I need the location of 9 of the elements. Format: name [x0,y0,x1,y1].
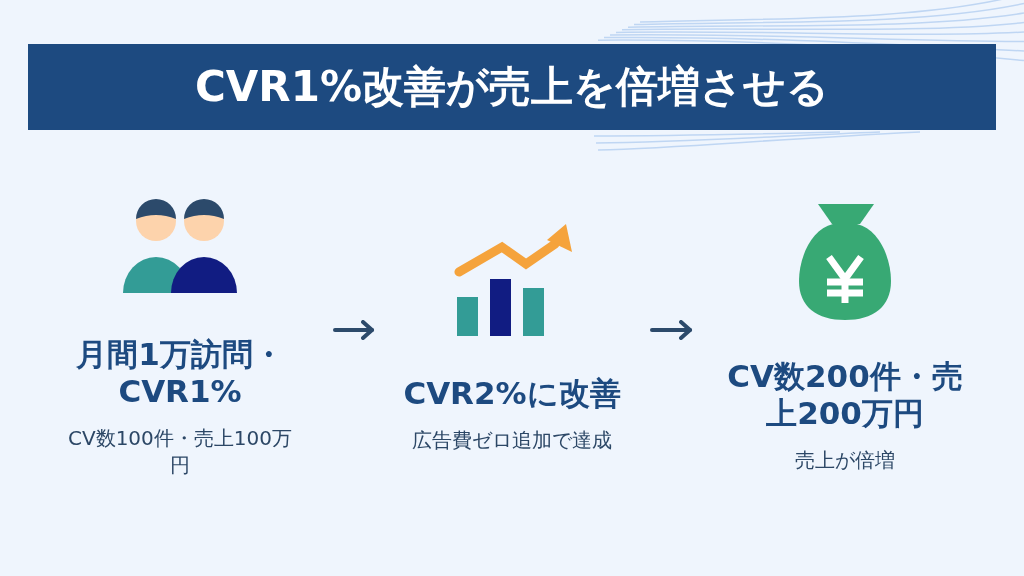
step-heading: 月間1万訪問・CVR1% [75,336,285,410]
arrow [650,320,692,340]
step-heading: CVR2%に改善 [403,375,621,412]
step-description: 広告費ゼロ追加で達成 [412,427,612,454]
step-heading: CV数200件・売上200万円 [726,357,964,432]
step-description: 売上が倍増 [795,446,895,474]
arrow [333,320,374,340]
step-description: CV数100件・売上100万円 [67,425,293,479]
title-banner: CVR1%改善が売上を倍増させる [28,44,996,130]
